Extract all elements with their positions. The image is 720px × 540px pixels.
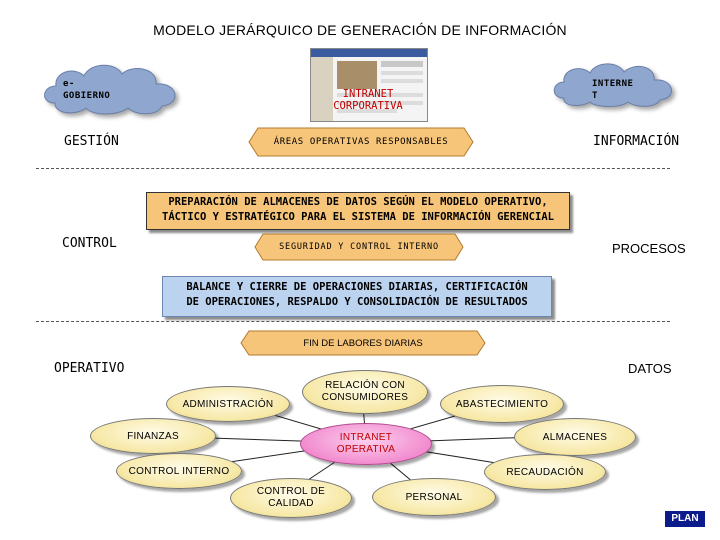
cloud-internet-label: INTERNE T xyxy=(592,79,634,101)
separator-top xyxy=(36,168,670,169)
node-recaudacion: RECAUDACIÓN xyxy=(484,454,606,490)
seguridad-label: SEGURIDAD Y CONTROL INTERNO xyxy=(279,242,439,252)
node-control-interno: CONTROL INTERNO xyxy=(116,453,242,489)
level-datos: DATOS xyxy=(628,361,672,376)
node-intranet-operativa: INTRANET OPERATIVA xyxy=(300,423,432,465)
intranet-screenshot-image xyxy=(311,49,427,121)
cloud-internet xyxy=(553,63,672,107)
seguridad-hexagon-shape xyxy=(254,233,464,261)
cloud-e-gobierno xyxy=(44,64,176,115)
node-abastecimiento: ABASTECIMIENTO xyxy=(440,385,564,423)
diagram-title: MODELO JERÁRQUICO DE GENERACIÓN DE INFOR… xyxy=(153,22,567,38)
preparacion-box: PREPARACIÓN DE ALMACENES DE DATOS SEGÚN … xyxy=(146,192,570,230)
level-procesos: PROCESOS xyxy=(612,241,686,256)
balance-box: BALANCE Y CIERRE DE OPERACIONES DIARIAS,… xyxy=(162,276,552,317)
node-administracion-label: ADMINISTRACIÓN xyxy=(182,398,274,410)
node-relacion-consumidores: RELACIÓN CON CONSUMIDORES xyxy=(302,370,428,414)
node-personal: PERSONAL xyxy=(372,478,496,516)
level-operativo: OPERATIVO xyxy=(54,361,125,376)
node-relacion-label: RELACIÓN CON CONSUMIDORES xyxy=(321,380,409,403)
cloud-e-gobierno-label: e- GOBIERNO xyxy=(63,79,111,101)
intranet-screenshot-thumbnail xyxy=(310,48,428,122)
areas-operativas-label: ÁREAS OPERATIVAS RESPONSABLES xyxy=(273,137,449,147)
node-administracion: ADMINISTRACIÓN xyxy=(166,386,290,422)
intranet-corporativa-label: INTRANET CORPORATIVA xyxy=(333,88,403,112)
node-abastecimiento-label: ABASTECIMIENTO xyxy=(455,398,549,410)
node-control-interno-label: CONTROL INTERNO xyxy=(128,465,230,477)
separator-bottom xyxy=(36,321,670,322)
areas-hexagon-shape xyxy=(248,127,474,157)
node-personal-label: PERSONAL xyxy=(405,491,463,503)
fin-labores-label: FIN DE LABORES DIARIAS xyxy=(303,338,423,349)
level-control: CONTROL xyxy=(62,236,117,251)
node-almacenes: ALMACENES xyxy=(514,418,636,456)
node-almacenes-label: ALMACENES xyxy=(542,431,608,443)
node-recaudacion-label: RECAUDACIÓN xyxy=(506,466,584,478)
level-informacion: INFORMACIÓN xyxy=(593,134,680,149)
level-gestion: GESTIÓN xyxy=(64,134,119,149)
node-finanzas-label: FINANZAS xyxy=(127,430,179,442)
fin-hexagon-shape xyxy=(240,330,486,356)
node-finanzas: FINANZAS xyxy=(90,418,216,454)
node-control-calidad-label: CONTROL DE CALIDAD xyxy=(256,486,326,509)
plan-button[interactable]: PLAN xyxy=(664,510,706,528)
node-control-calidad: CONTROL DE CALIDAD xyxy=(230,478,352,518)
intranet-operativa-label: INTRANET OPERATIVA xyxy=(336,432,396,455)
